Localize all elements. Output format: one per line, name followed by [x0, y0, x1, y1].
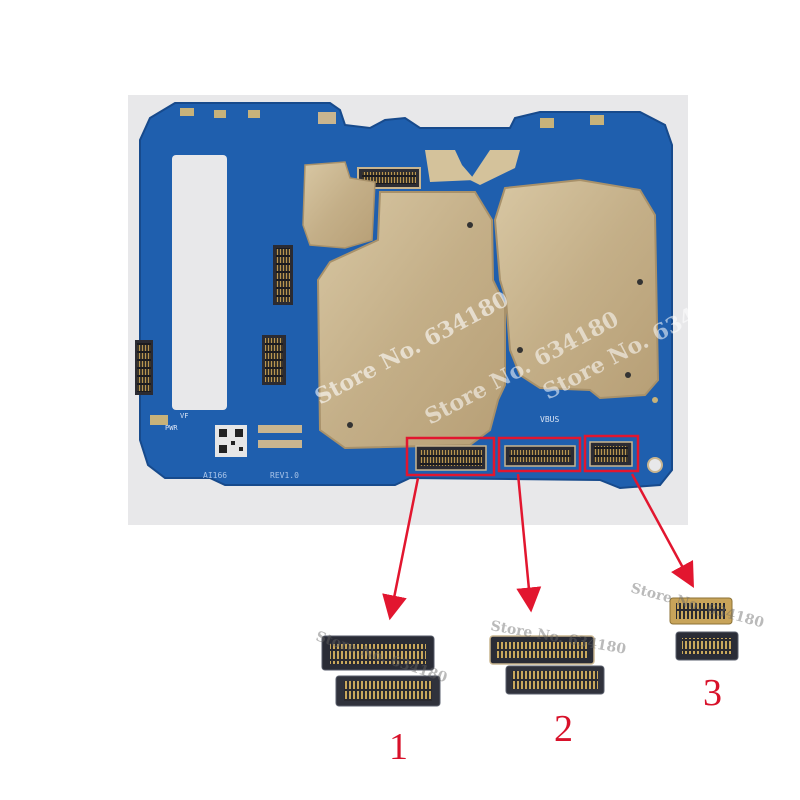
arrow-1 [382, 477, 420, 621]
connector-2-pair [489, 635, 605, 695]
right-shield [493, 178, 660, 400]
arrows [382, 473, 694, 621]
center-shield [316, 191, 506, 450]
silkscreen-pwr: PWR [165, 424, 178, 432]
label-2: 2 [554, 708, 573, 750]
highlight-box-1 [405, 436, 496, 477]
motherboard: AI166 REV1.0 VBUS PWR VF [135, 102, 673, 490]
board-cutout [172, 155, 227, 410]
silkscreen-vbus: VBUS [540, 415, 559, 424]
highlight-box-3 [583, 434, 640, 473]
highlight-box-2 [497, 436, 582, 473]
label-3: 3 [703, 672, 722, 714]
connector-3-pair [669, 597, 739, 661]
label-1: 1 [389, 726, 408, 768]
highlight-boxes [405, 434, 640, 477]
arrow-2 [516, 473, 542, 613]
connector-1-pair [321, 635, 441, 707]
silkscreen-ai166: AI166 [203, 471, 227, 480]
silkscreen-rev: REV1.0 [270, 471, 299, 480]
arrow-3 [630, 473, 694, 588]
silkscreen-vf: VF [180, 412, 188, 420]
